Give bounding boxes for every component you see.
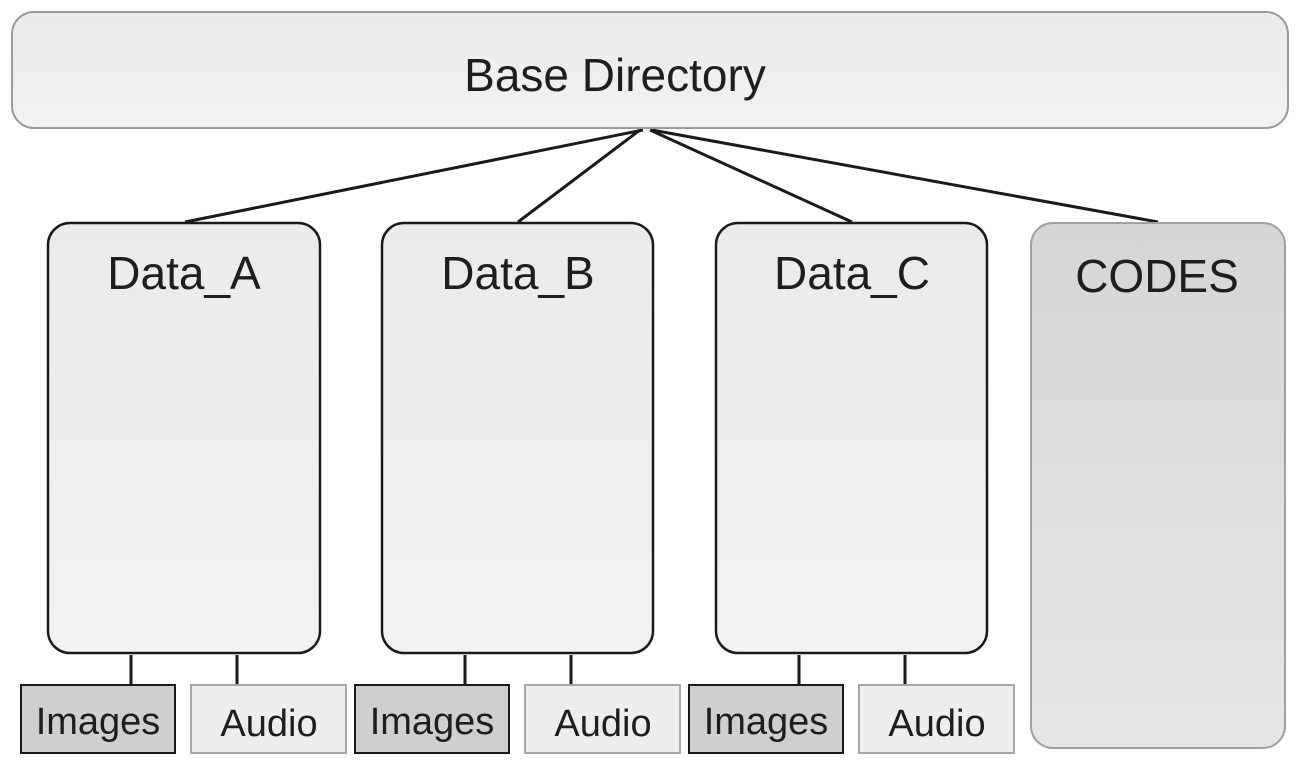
images-folder-box bbox=[20, 684, 176, 754]
data-folder-label: Data_C bbox=[774, 247, 930, 299]
audio-folder-a[interactable]: Audio bbox=[190, 684, 347, 754]
images-folder-label: Images bbox=[36, 701, 161, 743]
audio-folder-c[interactable]: Audio bbox=[858, 684, 1015, 754]
images-folder-label: Images bbox=[704, 701, 829, 743]
data-folder-box bbox=[46, 221, 322, 655]
connector-data-a bbox=[184, 128, 644, 224]
data-folder-a[interactable]: Data_A bbox=[46, 221, 322, 685]
connector-data-b bbox=[517, 128, 641, 224]
base-directory-label: Base Directory bbox=[464, 49, 766, 101]
connector-codes bbox=[651, 128, 1159, 224]
images-folder-c[interactable]: Images bbox=[688, 684, 844, 754]
images-folder-a[interactable]: Images bbox=[20, 684, 176, 754]
audio-folder-box bbox=[524, 684, 681, 754]
codes-folder-box bbox=[1030, 222, 1286, 749]
images-folder-b[interactable]: Images bbox=[354, 684, 510, 754]
images-folder-label: Images bbox=[370, 701, 495, 743]
data-folder-label: Data_B bbox=[441, 247, 594, 299]
audio-folder-box bbox=[190, 684, 347, 754]
connector-data-c bbox=[649, 128, 853, 224]
data-folder-box bbox=[714, 221, 989, 655]
base-directory-node[interactable]: Base Directory bbox=[11, 11, 1289, 129]
audio-folder-label: Audio bbox=[554, 703, 651, 745]
audio-folder-label: Audio bbox=[888, 703, 985, 745]
audio-folder-box bbox=[858, 684, 1015, 754]
images-folder-box bbox=[688, 684, 844, 754]
codes-folder-label: CODES bbox=[1075, 250, 1239, 302]
data-folder-c[interactable]: Data_C bbox=[714, 221, 989, 685]
data-folder-b[interactable]: Data_B bbox=[380, 221, 655, 685]
images-folder-box bbox=[354, 684, 510, 754]
codes-folder[interactable]: CODES bbox=[1030, 222, 1286, 749]
connector-lines bbox=[184, 128, 1159, 224]
data-folder-label: Data_A bbox=[107, 247, 261, 299]
base-directory-box bbox=[11, 11, 1289, 129]
data-folder-box bbox=[380, 221, 655, 655]
audio-folder-b[interactable]: Audio bbox=[524, 684, 681, 754]
audio-folder-label: Audio bbox=[220, 703, 317, 745]
